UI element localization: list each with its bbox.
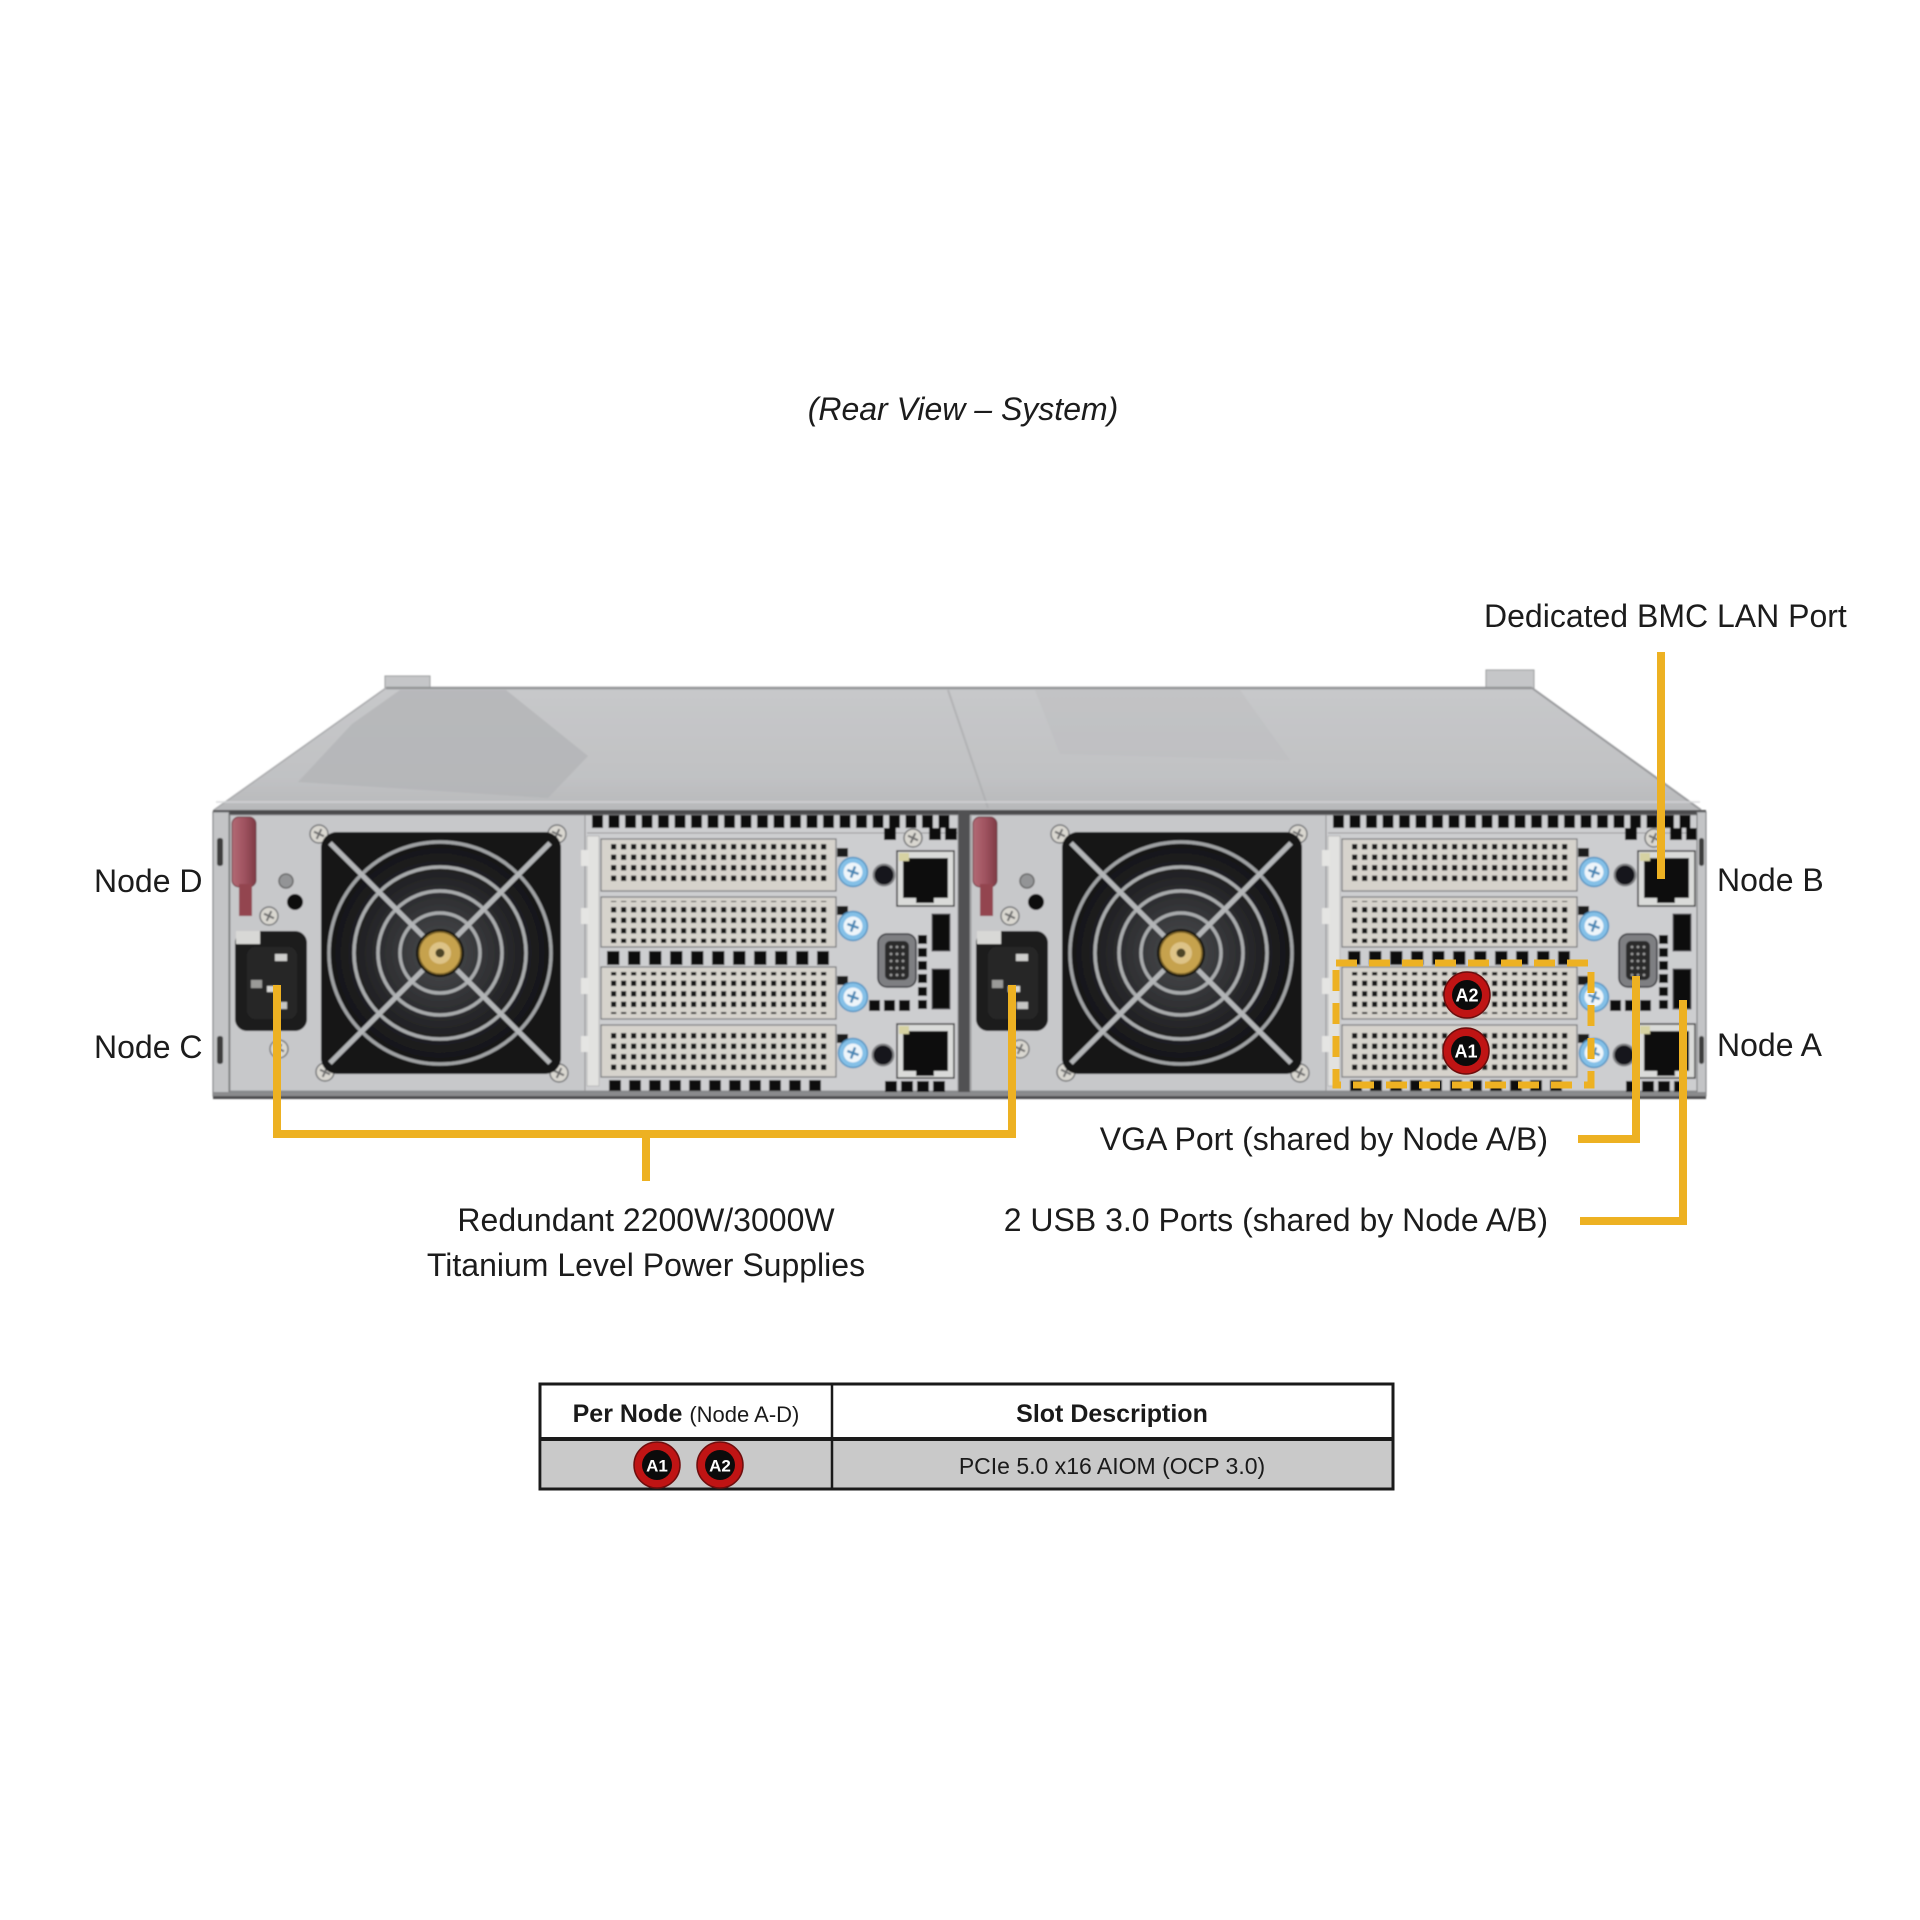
- svg-text:Redundant 2200W/3000W: Redundant 2200W/3000W: [457, 1202, 835, 1238]
- svg-text:A2: A2: [709, 1457, 731, 1476]
- svg-text:Node D: Node D: [94, 863, 203, 899]
- svg-text:Dedicated BMC LAN Port: Dedicated BMC LAN Port: [1484, 598, 1847, 634]
- svg-text:A1: A1: [1454, 1042, 1477, 1062]
- svg-text:A1: A1: [646, 1457, 668, 1476]
- svg-text:Per Node (Node A-D): Per Node (Node A-D): [573, 1400, 800, 1428]
- svg-text:Node B: Node B: [1717, 862, 1824, 898]
- svg-text:PCIe 5.0 x16 AIOM (OCP 3.0): PCIe 5.0 x16 AIOM (OCP 3.0): [959, 1453, 1265, 1479]
- svg-text:(Rear View – System): (Rear View – System): [808, 391, 1119, 427]
- svg-text:2 USB 3.0 Ports (shared by Nod: 2 USB 3.0 Ports (shared by Node A/B): [1004, 1202, 1548, 1238]
- svg-text:A2: A2: [1455, 986, 1478, 1006]
- svg-text:Node A: Node A: [1717, 1027, 1823, 1063]
- svg-text:Slot Description: Slot Description: [1016, 1400, 1208, 1428]
- svg-text:VGA Port (shared by Node A/B): VGA Port (shared by Node A/B): [1100, 1121, 1548, 1157]
- svg-text:Node C: Node C: [94, 1029, 203, 1065]
- svg-text:Titanium Level Power Supplies: Titanium Level Power Supplies: [427, 1247, 865, 1283]
